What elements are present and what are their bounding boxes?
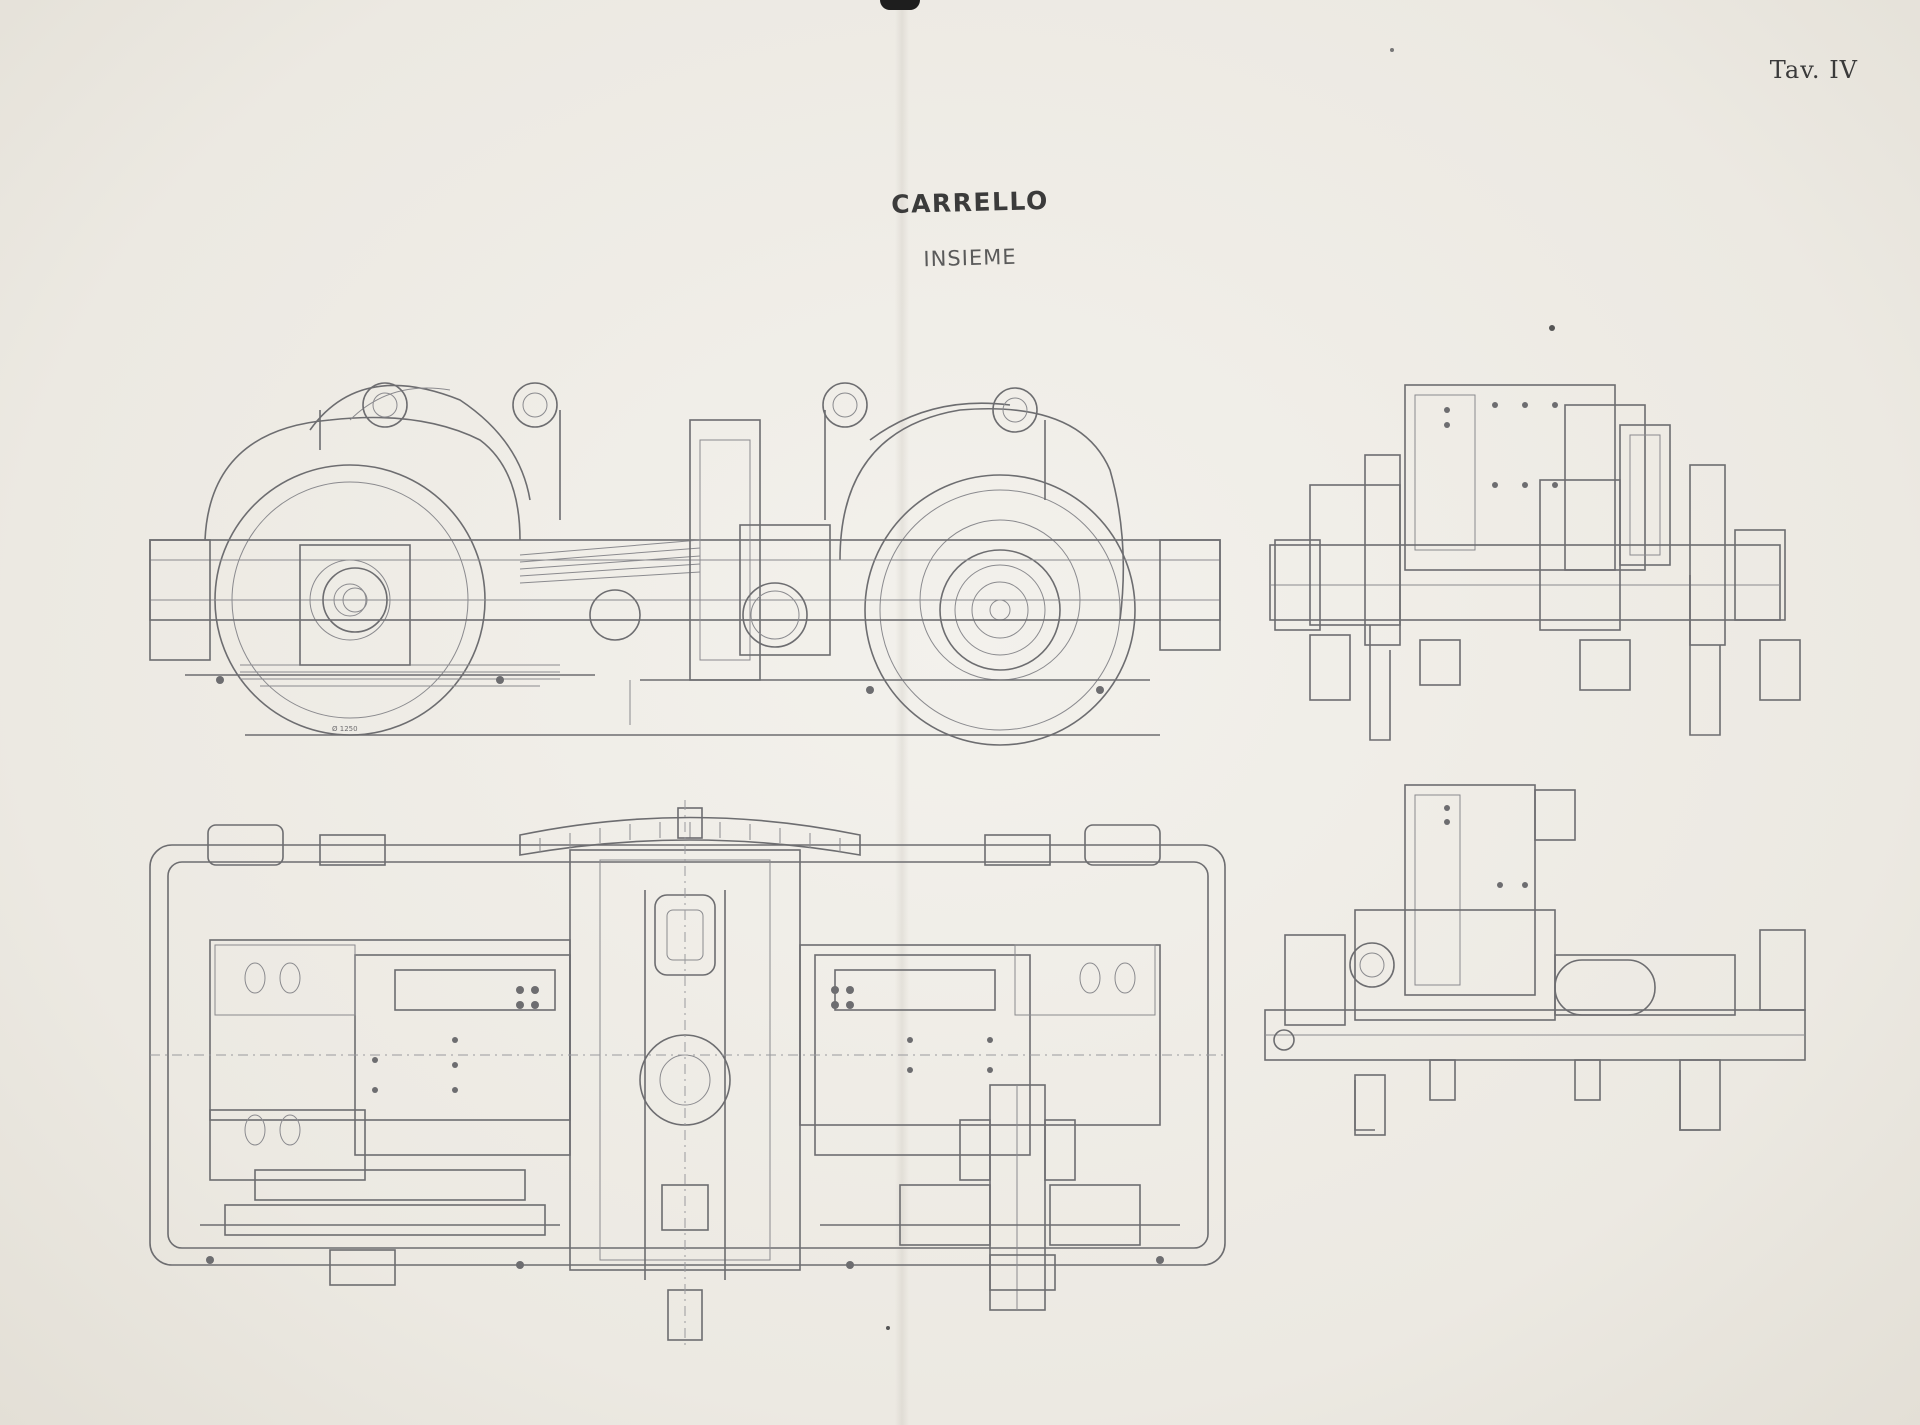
wheel-dimension-label: Ø 1250 xyxy=(332,725,358,733)
side-elevation-view: Ø 1250 xyxy=(149,382,1221,746)
paper-speck xyxy=(1390,48,1394,52)
binding-clip xyxy=(880,0,920,10)
leaf-spring xyxy=(519,539,701,584)
page-fold xyxy=(895,0,909,1425)
plan-view xyxy=(149,800,1226,1345)
paper-speck xyxy=(1549,325,1555,331)
end-section-bottom xyxy=(1264,784,1806,1136)
paper-speck xyxy=(886,1326,890,1330)
end-view-top xyxy=(1269,384,1801,741)
plate-number: Tav. IV xyxy=(1769,56,1858,84)
